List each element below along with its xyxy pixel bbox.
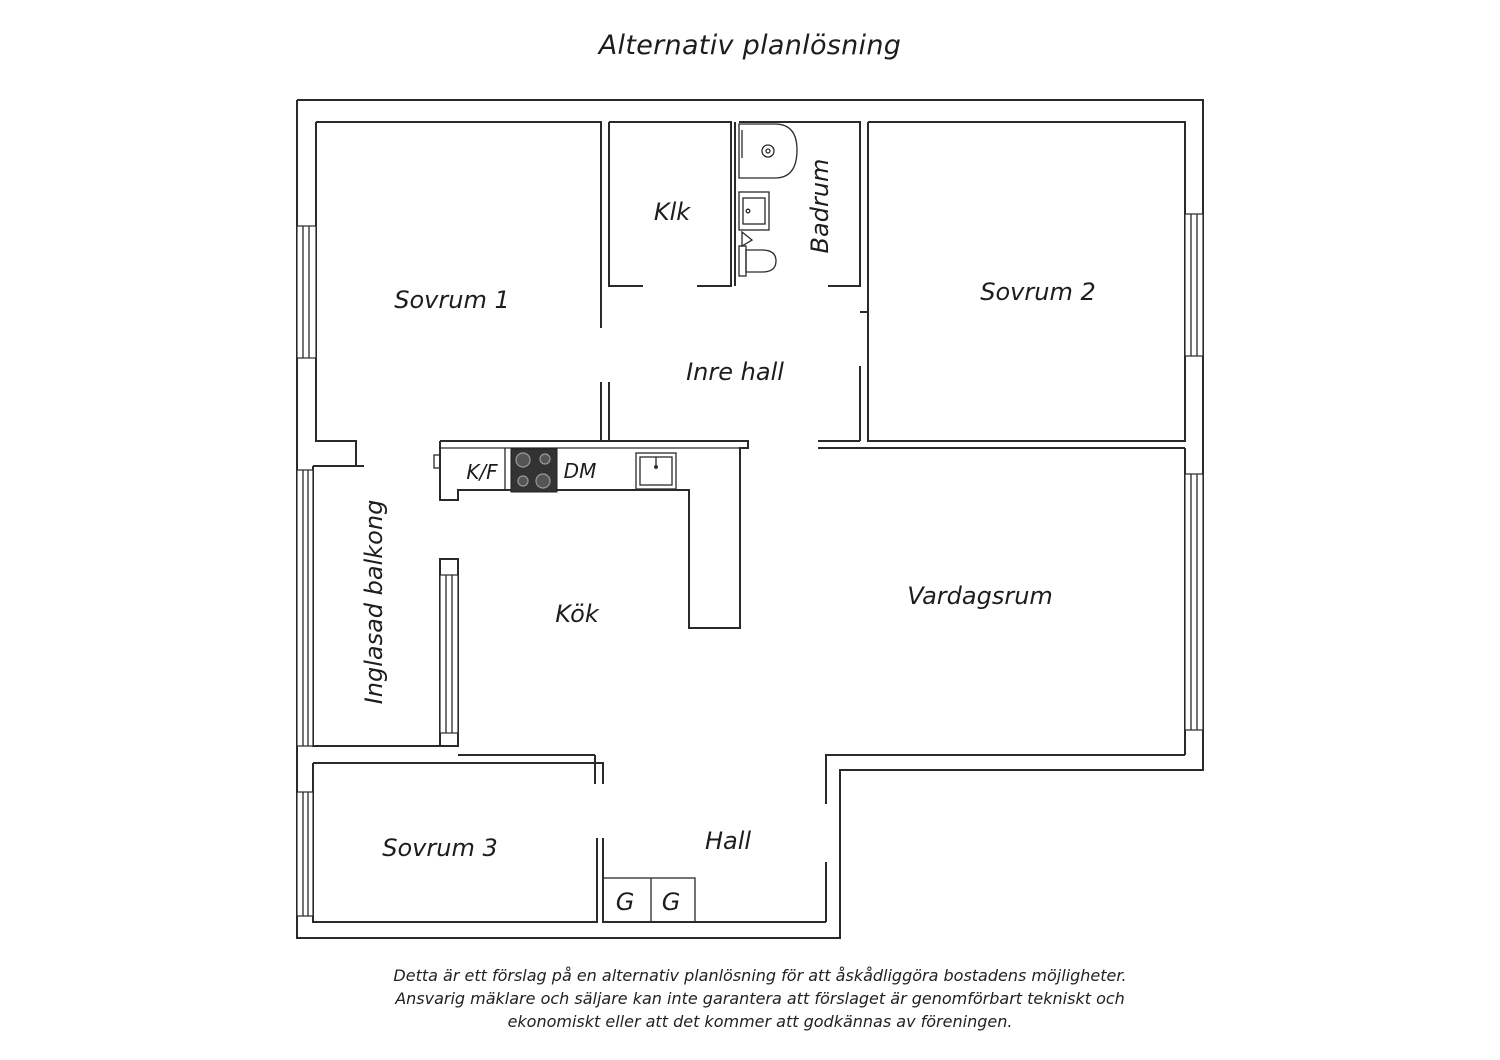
windows [296,213,1204,917]
window-vardagsrum [1184,473,1204,731]
window-balkong [296,469,314,747]
kitchen-sink-icon [635,452,677,490]
room-label-inre-hall: Inre hall [686,358,784,386]
disclaimer: Detta är ett förslag på en alternativ pl… [0,964,1500,1033]
disclaimer-line-2: Ansvarig mäklare och säljare kan inte ga… [395,989,1125,1008]
window-sovrum2 [1184,213,1204,357]
room-label-badrum: Badrum [806,159,834,254]
wardrobe-label-g1: G [616,888,635,916]
room-label-sovrum3: Sovrum 3 [382,834,497,862]
wardrobe-label-g2: G [662,888,681,916]
room-label-kok: Kök [555,600,600,628]
room-label-inglasad-balkong: Inglasad balkong [360,500,388,705]
room-label-vardagsrum: Vardagsrum [907,582,1053,610]
fixture-label-kf: K/F [466,460,498,484]
toilet-icon [738,230,777,277]
window-sovrum1 [296,225,317,359]
room-label-hall: Hall [705,827,751,855]
counter-edge [433,454,441,469]
plan-title: Alternativ planlösning [598,30,902,61]
fixture-label-dm: DM [564,459,597,483]
window-kok [439,574,459,734]
room-label-sovrum2: Sovrum 2 [980,278,1095,306]
stove-icon [510,448,558,493]
disclaimer-line-3: ekonomiskt eller att det kommer att godk… [507,1012,1013,1031]
shower-icon [738,123,798,179]
disclaimer-line-1: Detta är ett förslag på en alternativ pl… [393,966,1127,985]
window-sovrum3 [296,791,314,917]
room-label-klk: Klk [654,198,691,226]
outer-walls [296,99,1204,939]
room-label-sovrum1: Sovrum 1 [394,286,509,314]
bathroom-fixtures [738,123,798,277]
wardrobes [602,877,696,923]
sink-icon [738,191,770,231]
floor-plan: Sovrum 1 Klk Badrum Sovrum 2 Inre hall I… [296,99,1204,939]
